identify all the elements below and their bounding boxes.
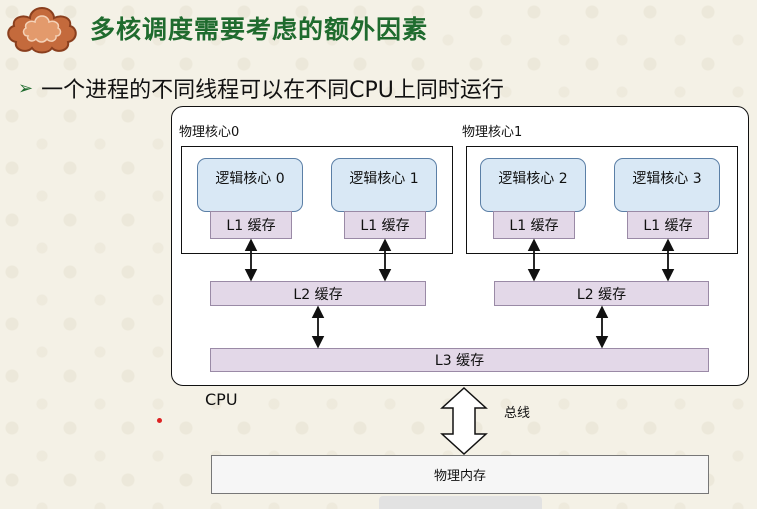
logical-core-1: 逻辑核心 1 xyxy=(331,158,437,212)
l1-cache-2: L1 缓存 xyxy=(493,211,575,239)
bus-arrow-icon xyxy=(440,386,488,456)
physical-core-0-label: 物理核心0 xyxy=(179,125,240,140)
cpu-label: CPU xyxy=(205,390,238,409)
bullet-item: ➢ 一个进程的不同线程可以在不同CPU上同时运行 xyxy=(18,72,504,104)
bullet-text: 一个进程的不同线程可以在不同CPU上同时运行 xyxy=(41,78,504,103)
arrow-bullet-icon: ➢ xyxy=(18,77,34,99)
cloud-emblem-icon xyxy=(7,6,77,54)
l2-cache-1: L2 缓存 xyxy=(494,281,709,306)
laser-pointer-dot xyxy=(157,418,162,423)
physical-core-1-label: 物理核心1 xyxy=(462,125,523,140)
slide-title: 多核调度需要考虑的额外因素 xyxy=(90,15,429,44)
bus-label: 总线 xyxy=(504,406,531,421)
l3-cache: L3 缓存 xyxy=(210,348,709,372)
bottom-scrollbar[interactable] xyxy=(379,496,542,509)
l1-cache-0: L1 缓存 xyxy=(210,211,292,239)
physical-memory: 物理内存 xyxy=(211,455,709,494)
l1-cache-1: L1 缓存 xyxy=(344,211,426,239)
l1-cache-3: L1 缓存 xyxy=(627,211,709,239)
logical-core-3: 逻辑核心 3 xyxy=(614,158,720,212)
